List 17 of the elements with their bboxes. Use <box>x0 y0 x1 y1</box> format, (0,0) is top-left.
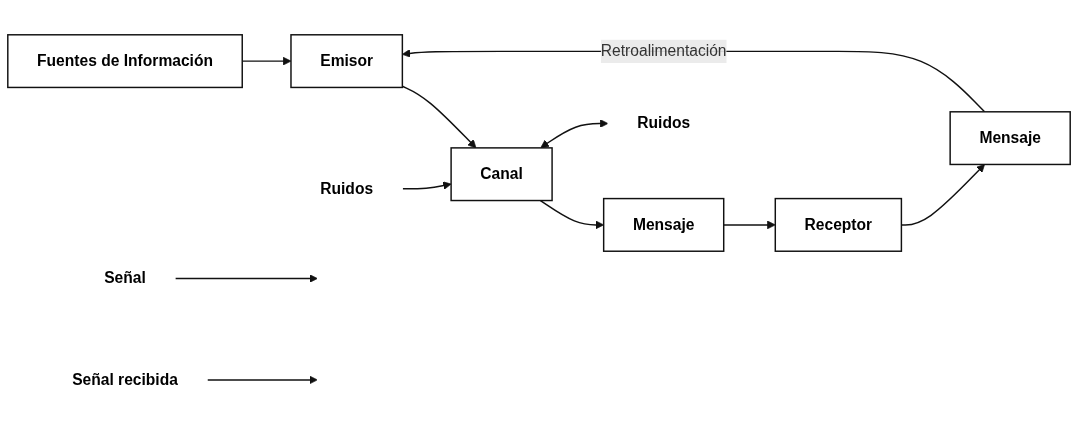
arrow <box>401 85 477 149</box>
node-box: Emisor <box>290 34 404 89</box>
node-box: Fuentes de Información <box>7 34 243 89</box>
arrow <box>206 376 318 385</box>
arrow <box>540 119 609 149</box>
arrow <box>174 274 318 284</box>
arrow <box>723 221 776 230</box>
node-box: Mensaje <box>949 111 1071 166</box>
node-text: Señal <box>104 270 146 287</box>
node-text: Ruidos <box>637 115 691 132</box>
node-text: Ruidos <box>320 180 374 198</box>
node-text: Señal recibida <box>72 371 178 389</box>
edge-label: Retroalimentación <box>600 43 727 60</box>
node-box: Canal <box>450 147 553 202</box>
arrow <box>401 181 452 191</box>
node-box: Mensaje <box>602 198 725 253</box>
node-box: Receptor <box>774 198 903 253</box>
